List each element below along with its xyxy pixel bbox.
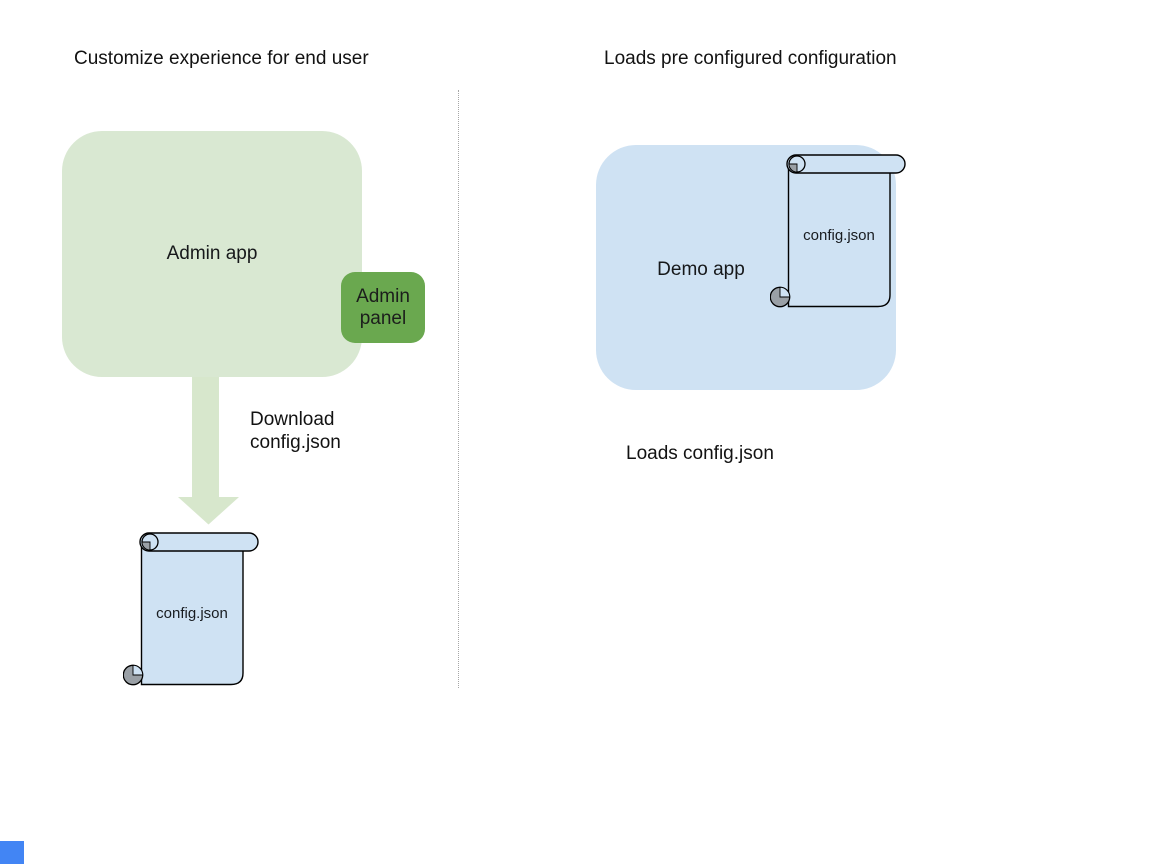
left-section-title: Customize experience for end user xyxy=(74,48,369,69)
demo-app-label: Demo app xyxy=(657,259,745,280)
config-scroll-right: config.json xyxy=(770,154,910,308)
blue-corner-square xyxy=(0,841,24,864)
section-divider xyxy=(458,90,459,688)
download-arrow-icon xyxy=(178,377,240,526)
config-json-label-left: config.json xyxy=(156,605,228,622)
admin-app-shape: Admin app Admin panel xyxy=(62,131,425,377)
admin-app-label: Admin app xyxy=(166,243,258,264)
admin-panel-shape: Admin panel xyxy=(341,272,425,343)
download-config-label: Download config.json xyxy=(250,409,341,453)
scroll-icon xyxy=(123,532,259,686)
config-json-label-right: config.json xyxy=(803,227,875,244)
scroll-icon xyxy=(770,154,906,308)
right-section-title: Loads pre configured configuration xyxy=(604,48,897,69)
config-scroll-left: config.json xyxy=(123,532,263,686)
loads-config-caption: Loads config.json xyxy=(626,443,774,464)
admin-panel-label: Admin panel xyxy=(356,285,410,329)
